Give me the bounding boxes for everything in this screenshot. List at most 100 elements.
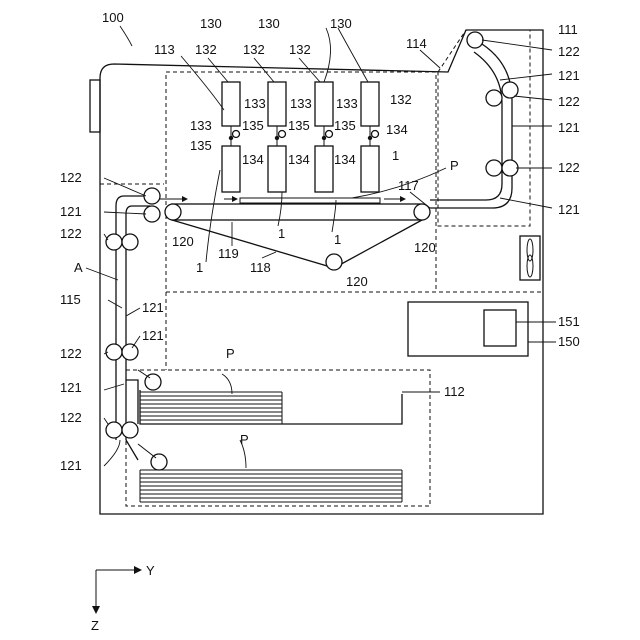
label-122: 122 [558,44,580,59]
label-135: 135 [190,138,212,153]
display-screen [484,310,516,346]
axis-label-z: Z [91,618,99,633]
label-120: 120 [346,274,368,289]
side-handle [90,80,100,132]
label-121: 121 [558,68,580,83]
label-118: 118 [250,260,271,275]
conveyor-belt [172,204,422,220]
label-134: 134 [288,152,310,167]
label-119: 119 [218,246,239,261]
label-121: 121 [142,328,164,343]
valve-icon [233,131,240,138]
label-151: 151 [558,314,580,329]
exit-guide-outer [430,44,512,208]
roller [165,204,181,220]
ink-tank [361,82,379,126]
label-A: A [74,260,83,275]
print-head [315,146,333,192]
label-120: 120 [414,240,436,255]
valve-icon [279,131,286,138]
label-133: 133 [290,96,312,111]
sheet-on-belt [240,198,380,203]
transport-path-outer [116,196,150,440]
label-135: 135 [288,118,310,133]
roller [106,422,122,438]
label-133: 133 [244,96,266,111]
label-122: 122 [60,410,82,425]
label-122: 122 [60,170,82,185]
connector-dot [368,136,372,140]
pickup-arm [138,444,156,458]
roller [122,422,138,438]
connector-dot [275,136,279,140]
roller [486,160,502,176]
label-133: 133 [190,118,212,133]
print-head [361,146,379,192]
roller [106,344,122,360]
label-134: 134 [334,152,356,167]
label-112: 112 [444,384,465,399]
label-133: 133 [336,96,358,111]
paper-stack-upper [140,392,282,424]
label-134: 134 [242,152,264,167]
label-135: 135 [334,118,356,133]
valve-icon [326,131,333,138]
label-122: 122 [558,94,580,109]
connector-dot [322,136,326,140]
label-122: 122 [60,346,82,361]
transport-arrow-head [232,196,238,202]
label-130: 130 [330,16,352,31]
exit-guide-inner [430,52,502,200]
lower-belt [172,220,422,268]
feed-arrow-head [182,196,188,202]
exit-region [438,30,530,226]
label-132: 132 [243,42,265,57]
roller [106,234,122,250]
roller [326,254,342,270]
valve-icon [372,131,379,138]
label-132: 132 [195,42,217,57]
label-120: 120 [172,234,194,249]
roller [144,206,160,222]
label-150: 150 [558,334,580,349]
axis-label-y: Y [146,563,155,578]
label-100: 100 [102,10,124,25]
label-114: 114 [406,36,427,51]
label-121: 121 [60,380,82,395]
print-head [222,146,240,192]
pickup-guide [126,440,138,460]
pickup-arm [138,370,150,378]
label-111: 111 [558,22,578,37]
label-1: 1 [278,226,285,241]
label-121: 121 [60,204,82,219]
roller [486,90,502,106]
ink-tank [222,82,240,126]
roller [122,344,138,360]
label-121: 121 [558,120,580,135]
label-117: 117 [398,178,419,193]
roller [467,32,483,48]
ink-tank [268,82,286,126]
roller [502,160,518,176]
label-121: 121 [142,300,164,315]
label-130: 130 [200,16,222,31]
ink-tank [315,82,333,126]
axis-indicator [92,566,142,614]
label-122: 122 [60,226,82,241]
roller [144,188,160,204]
label-135: 135 [242,118,264,133]
label-134: 134 [386,122,408,137]
upper-tray [140,390,402,424]
roller [502,82,518,98]
label-P: P [240,432,249,447]
label-1: 1 [196,260,203,275]
label-132: 132 [390,92,412,107]
label-1: 1 [392,148,399,163]
label-P: P [226,346,235,361]
label-113: 113 [154,42,175,57]
label-P: P [450,158,459,173]
label-132: 132 [289,42,311,57]
label-1: 1 [334,232,341,247]
exit-arrow-head [400,196,406,202]
